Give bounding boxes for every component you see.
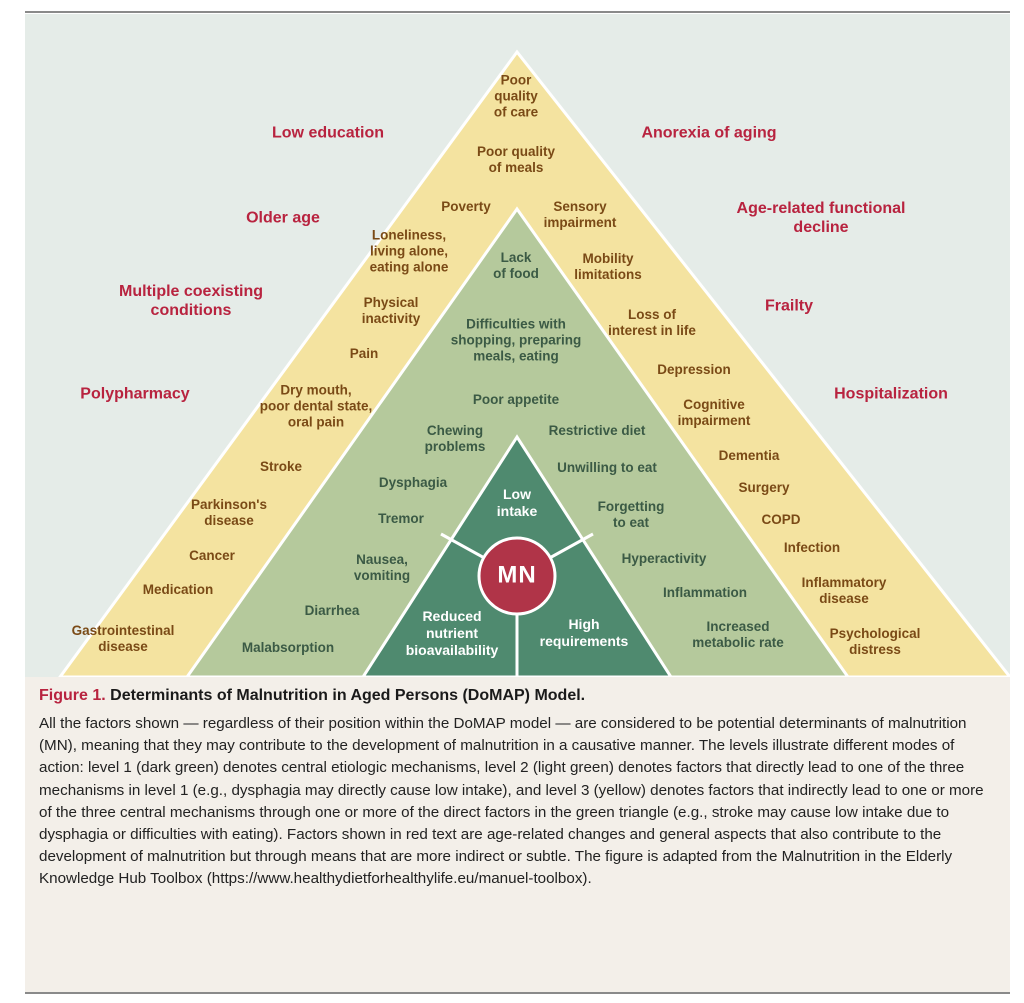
caption-body: All the factors shown — regardless of th…: [39, 715, 984, 888]
level3-pain: Pain: [349, 345, 379, 361]
level3-mobility-limitations: Mobility limitations: [574, 250, 642, 282]
mn-circle: [477, 536, 557, 616]
level2-unwilling-to-eat: Unwilling to eat: [557, 459, 657, 475]
level3-cancer: Cancer: [189, 547, 235, 563]
level3-parkinsons-disease: Parkinson's disease: [191, 496, 267, 528]
level3-surgery: Surgery: [738, 479, 790, 495]
red-frailty: Frailty: [764, 297, 814, 315]
caption-title-text: Determinants of Malnutrition in Aged Per…: [110, 687, 586, 704]
red-older-age: Older age: [246, 209, 320, 227]
level3-gastrointestinal-disease: Gastrointestinal disease: [71, 622, 175, 654]
level3-psychological-distress: Psychological distress: [829, 625, 921, 657]
red-multiple-coexisting-conditions: Multiple coexisting conditions: [118, 282, 264, 319]
level3-medication: Medication: [142, 581, 214, 597]
top-rule: [25, 11, 1010, 13]
level3-sensory-impairment: Sensory impairment: [543, 198, 617, 230]
mn-label: MN: [497, 561, 537, 589]
red-anorexia-of-aging: Anorexia of aging: [641, 124, 777, 142]
level3-depression: Depression: [657, 361, 731, 377]
level2-restrictive-diet: Restrictive diet: [548, 422, 646, 438]
level3-dementia: Dementia: [718, 447, 780, 463]
level1-reduced-bioavailability: Reduced nutrient bioavailability: [405, 607, 499, 658]
level2-nausea-vomiting: Nausea, vomiting: [353, 551, 411, 583]
level3-loneliness: Loneliness, living alone, eating alone: [369, 227, 449, 276]
level2-lack-of-food: Lack of food: [493, 249, 539, 281]
level2-difficulties-shopping: Difficulties with shopping, preparing me…: [450, 316, 582, 365]
level2-malabsorption: Malabsorption: [241, 639, 335, 655]
domap-figure: MN Low intake Reduced nutrient bioavaila…: [25, 14, 1010, 677]
level3-poverty: Poverty: [441, 198, 491, 214]
caption-figure-number: Figure 1.: [39, 687, 106, 704]
level2-increased-metabolic-rate: Increased metabolic rate: [692, 618, 784, 650]
level1-low-intake: Low intake: [496, 486, 538, 519]
level3-loss-of-interest: Loss of interest in life: [608, 306, 696, 338]
level2-poor-appetite: Poor appetite: [472, 391, 560, 407]
level2-tremor: Tremor: [378, 510, 424, 526]
level3-stroke: Stroke: [259, 458, 303, 474]
level3-poor-quality-of-care: Poor quality of care: [493, 72, 539, 121]
level2-hyperactivity: Hyperactivity: [621, 550, 707, 566]
level3-physical-inactivity: Physical inactivity: [361, 294, 421, 326]
level2-forgetting-to-eat: Forgetting to eat: [597, 498, 665, 530]
domap-pyramid-graphic: [58, 49, 1010, 677]
bottom-rule: [25, 992, 1010, 994]
caption-title: Figure 1. Determinants of Malnutrition i…: [39, 687, 585, 705]
level2-inflammation: Inflammation: [662, 584, 748, 600]
level3-copd: COPD: [761, 511, 801, 527]
figure-caption: Figure 1. Determinants of Malnutrition i…: [25, 677, 1010, 992]
red-age-related-functional-decline: Age-related functional decline: [736, 199, 906, 236]
red-low-education: Low education: [272, 124, 384, 142]
level3-poor-quality-of-meals: Poor quality of meals: [476, 143, 556, 175]
level2-diarrhea: Diarrhea: [304, 602, 360, 618]
level2-dysphagia: Dysphagia: [378, 474, 448, 490]
red-polypharmacy: Polypharmacy: [80, 385, 190, 403]
red-hospitalization: Hospitalization: [834, 385, 948, 403]
level3-dry-mouth: Dry mouth, poor dental state, oral pain: [259, 382, 373, 431]
level3-cognitive-impairment: Cognitive impairment: [677, 396, 751, 428]
level1-high-requirements: High requirements: [539, 616, 629, 649]
level3-infection: Infection: [783, 539, 841, 555]
level3-inflammatory-disease: Inflammatory disease: [801, 574, 887, 606]
level2-chewing-problems: Chewing problems: [424, 422, 486, 454]
